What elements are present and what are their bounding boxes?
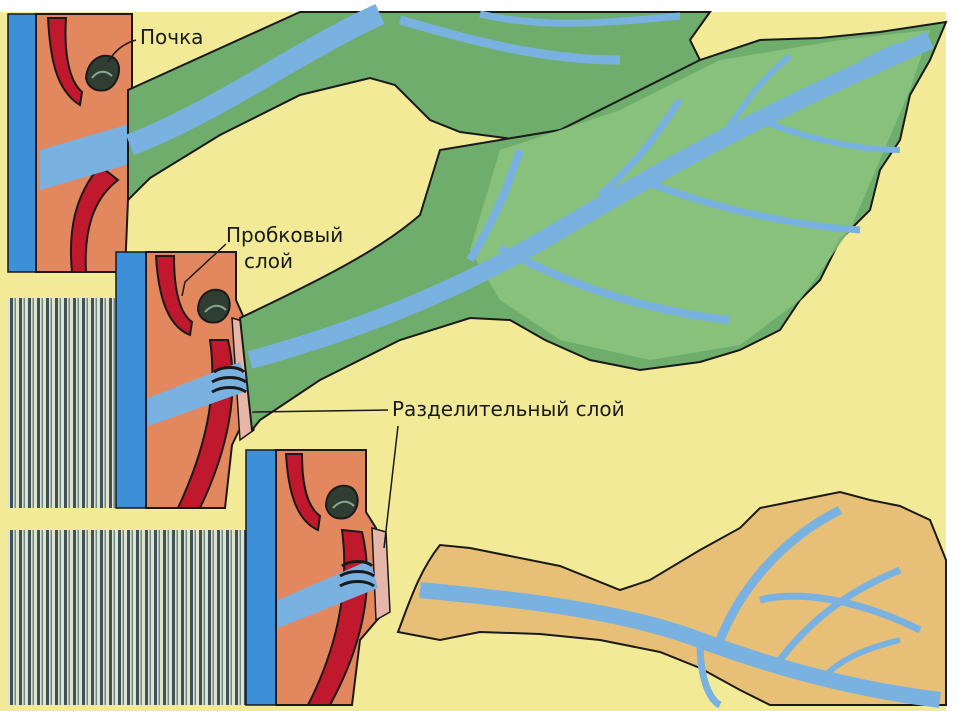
bud-icon <box>198 290 230 323</box>
middle-stem <box>116 252 148 508</box>
bottom-wood <box>8 530 248 705</box>
label-cork-line2: слой <box>244 249 293 273</box>
label-separation: Разделительный слой <box>392 397 625 421</box>
label-cork-line1: Пробковый <box>226 223 343 247</box>
label-bud: Почка <box>140 25 203 49</box>
bottom-stem <box>246 450 278 705</box>
middle-wood <box>8 298 120 508</box>
bud-icon <box>326 486 358 519</box>
